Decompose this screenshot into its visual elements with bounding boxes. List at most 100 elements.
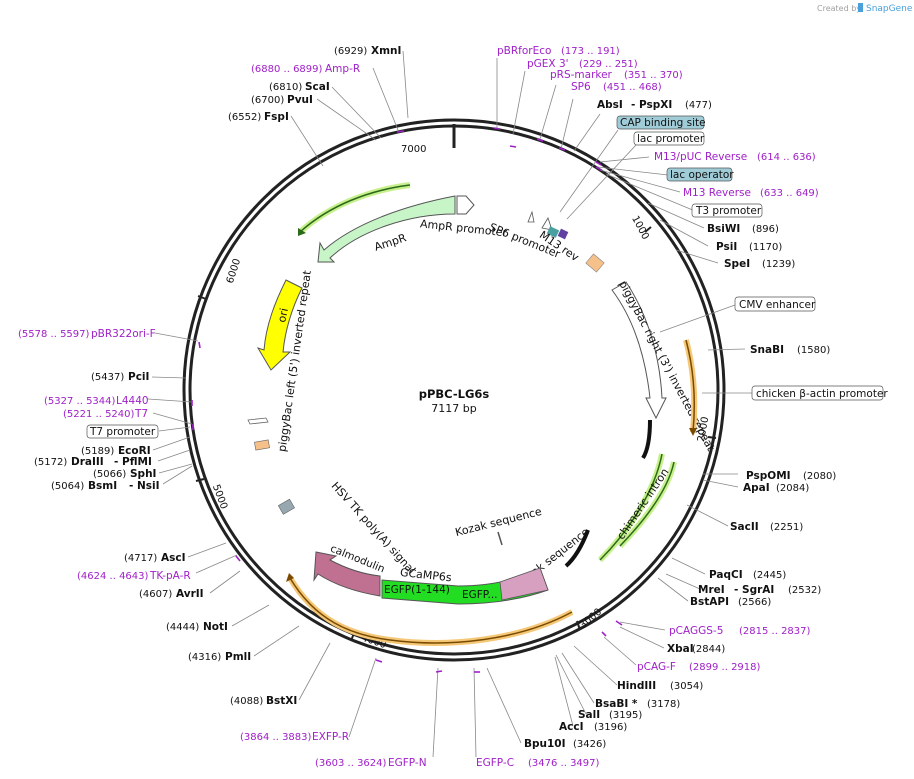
chicken-actin-label: chicken β-actin promoter	[756, 388, 888, 400]
site-apai: ApaI	[743, 482, 770, 494]
amp-arc	[299, 184, 411, 233]
site-hindiii: HindIII	[617, 680, 656, 692]
primer-t7: T7	[134, 408, 148, 420]
site-bstapi-pos: (2566)	[738, 597, 771, 608]
kozak-mark-1	[497, 531, 503, 546]
primer-ampr-pos: (6880 .. 6899)	[251, 64, 323, 75]
primer-tk-pa-r: TK-pA-R	[149, 570, 191, 582]
lac-operator-box-label	[666, 167, 733, 182]
site-pmli-pos: (4316)	[188, 652, 221, 663]
primer-egfp-n: EGFP-N	[388, 757, 427, 769]
site-acci: AccI	[559, 721, 583, 733]
ori-label: ori	[275, 307, 291, 324]
site-bsiwi-pos: (896)	[752, 224, 779, 235]
lac-operator-box	[557, 228, 569, 240]
cmv-enhancer-label: CMV enhancer	[739, 299, 816, 311]
tick-1000: 1000	[629, 214, 651, 242]
primer-m13-reverse: M13 Reverse	[683, 187, 751, 199]
site-paqci: PaqCI	[709, 569, 743, 581]
site-sacii-pos: (2251)	[770, 522, 803, 533]
site-fspi: FspI	[264, 111, 289, 123]
amp-arc-arrow-icon	[298, 228, 306, 236]
primer-l4440: L4440	[116, 395, 149, 407]
site-bsmi-pos: (5064)	[51, 481, 84, 492]
primer-pbr322ori-f-pos: (5578 .. 5597)	[18, 329, 90, 340]
primer-pcaggs5: pCAGGS-5	[669, 625, 723, 637]
piggybac-right-feature	[611, 281, 667, 420]
primer-prs-marker: pRS-marker	[550, 69, 613, 81]
site-noti-pos: (4444)	[166, 622, 199, 633]
site-sacii: SacII	[730, 521, 759, 533]
site-ecori: EcoRI	[118, 445, 151, 457]
primer-l4440-pos: (5327 .. 5344)	[44, 396, 116, 407]
ori-feature	[256, 279, 303, 371]
site-bpu10i: Bpu10I	[524, 738, 566, 750]
site-spei: SpeI	[724, 258, 750, 270]
t3-promoter-label: T3 promoter	[695, 205, 762, 217]
primer-m13-puc-reverse: M13/pUC Reverse	[654, 151, 747, 163]
gcamp-arc	[289, 577, 573, 644]
site-pcii-pos: (5437)	[91, 372, 124, 383]
tick-6000: 6000	[225, 257, 243, 285]
site-pspomi-pos: (2080)	[803, 471, 836, 482]
site-apai-pos: (2084)	[776, 483, 809, 494]
primer-tk-pa-r-pos: (4624 .. 4643)	[77, 571, 149, 582]
intron-segment	[564, 529, 590, 568]
site-snabi-pos: (1580)	[797, 345, 830, 356]
site-draiii-extra: - PflMI	[114, 456, 152, 468]
primer-exfp-r-pos: (3864 .. 3883)	[240, 732, 312, 743]
ampr-feature	[317, 195, 456, 263]
backbone-outer	[182, 118, 726, 662]
site-scai-pos: (6810)	[269, 82, 302, 93]
site-bstxi-pos: (4088)	[230, 696, 263, 707]
site-bsabi-pos: (3178)	[647, 699, 680, 710]
t3-promoter-box	[691, 203, 763, 218]
primer-pcaggs5-pos: (2815 .. 2837)	[739, 626, 811, 637]
amp-halo	[297, 182, 411, 235]
primer-marks	[191, 127, 623, 673]
primer-pcag-f: pCAG-F	[637, 661, 676, 673]
site-absi-extra: - PspXI	[631, 99, 672, 111]
site-xbai: XbaI	[667, 643, 694, 655]
site-absi-pos: (477)	[685, 100, 712, 111]
cap-binding-site-box	[616, 115, 705, 130]
lac-operator-label: lac operator	[670, 169, 734, 181]
primer-ampr: Amp-R	[325, 63, 360, 75]
sp6-promoter-feature	[527, 210, 535, 223]
primer-pgex3: pGEX 3'	[527, 58, 569, 70]
site-xmni: XmnI	[371, 45, 401, 57]
site-bstapi: BstAPI	[690, 596, 729, 608]
chicken-actin-box	[751, 385, 884, 401]
tick-7000: 7000	[401, 144, 426, 155]
site-bsmi: BsmI	[88, 480, 117, 492]
cmv-arc	[685, 339, 696, 433]
lac-feature-box	[546, 226, 560, 238]
cmv-arc-arrow-icon	[689, 428, 697, 436]
site-sali-pos: (3195)	[609, 710, 642, 721]
site-asci-pos: (4717)	[124, 553, 157, 564]
site-snabi: SnaBI	[750, 344, 784, 356]
primer-pcag-f-pos: (2899 .. 2918)	[689, 662, 761, 673]
site-sphi: SphI	[130, 468, 156, 480]
site-pmli: PmlI	[225, 651, 251, 663]
intron-arc-1	[599, 453, 663, 561]
site-bstxi: BstXI	[266, 695, 297, 707]
piggybac-left-feature	[247, 417, 269, 425]
egfp-rest-label: EGFP...	[462, 589, 498, 601]
primer-sp6: SP6	[571, 81, 591, 93]
site-absi: AbsI	[597, 99, 623, 111]
site-xmni-pos: (6929)	[334, 46, 367, 57]
tick-2000: 2000	[696, 416, 711, 443]
egfp-tail-feature	[499, 567, 549, 601]
ampr-promoter-feature	[456, 195, 475, 215]
primer-prs-marker-pos: (351 .. 370)	[624, 70, 683, 81]
gcamp6s-label: GCaMP6s	[399, 566, 452, 584]
cmv-enhancer-box	[734, 296, 816, 312]
tick-marks	[195, 226, 717, 642]
m13-rev-feature	[541, 217, 553, 231]
primer-egfp-n-pos: (3603 .. 3624)	[315, 758, 387, 769]
primer-pbr322ori-f: pBR322ori-F	[91, 328, 156, 340]
site-mrei: MreI	[698, 584, 725, 596]
plasmid-name: pPBC-LG6s	[419, 387, 490, 401]
tick-3000: 3000	[578, 607, 605, 632]
